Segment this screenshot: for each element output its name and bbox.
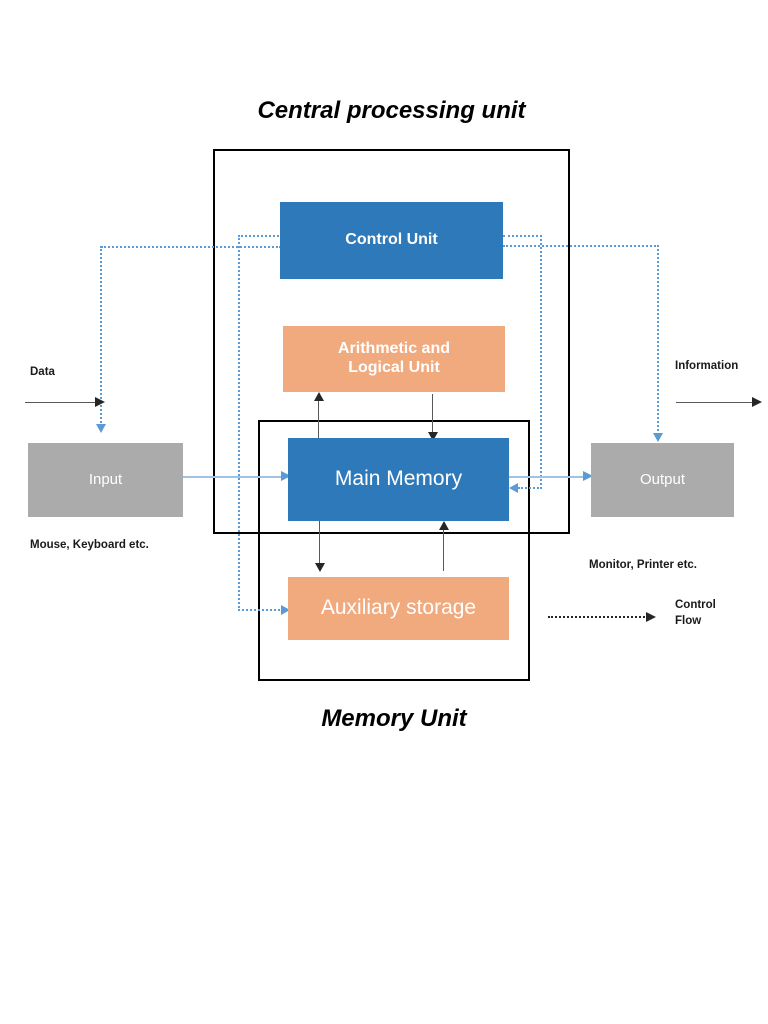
control-unit-box[interactable]: Control Unit xyxy=(280,202,503,279)
control-flow-cu-to-output-vertical xyxy=(657,245,659,435)
control-flow-cu-to-aux-vertical xyxy=(238,235,240,611)
mm-to-aux-line xyxy=(319,521,320,565)
auxiliary-storage-box[interactable]: Auxiliary storage xyxy=(288,577,509,640)
mm-to-alu-line xyxy=(318,398,319,438)
data-label: Data xyxy=(30,366,55,378)
output-box[interactable]: Output xyxy=(591,443,734,517)
memory-unit-title: Memory Unit xyxy=(321,705,467,732)
cpu-boundary-frame xyxy=(213,149,570,534)
control-flow-mm-arrowhead xyxy=(509,483,518,493)
memory-unit-boundary-frame xyxy=(258,420,530,681)
output-label: Output xyxy=(639,471,686,489)
aux-to-mm-arrowhead xyxy=(439,521,449,530)
alu-label: Arithmetic and Logical Unit xyxy=(337,340,450,376)
control-unit-label: Control Unit xyxy=(345,231,438,249)
legend-control-flow-line1: Control xyxy=(675,599,716,611)
main-memory-box[interactable]: Main Memory xyxy=(288,438,509,521)
input-label: Input xyxy=(88,471,123,489)
auxiliary-storage-label: Auxiliary storage xyxy=(320,596,477,620)
mm-to-aux-arrowhead xyxy=(315,563,325,572)
control-flow-input-arrowhead xyxy=(96,424,106,433)
control-flow-cu-to-input-horizontal xyxy=(101,246,281,248)
control-flow-cu-to-mm-horizontal-top xyxy=(503,235,542,237)
control-flow-cu-to-aux-horizontal-bottom xyxy=(238,609,284,611)
legend-control-flow-line xyxy=(548,616,648,618)
control-flow-cu-to-input-vertical xyxy=(100,246,102,426)
legend-control-flow-text: Control Flow xyxy=(675,598,716,629)
main-memory-label: Main Memory xyxy=(334,467,463,491)
information-label: Information xyxy=(675,360,739,372)
control-flow-cu-to-mm-vertical xyxy=(540,235,542,489)
control-flow-cu-to-mm-horizontal-bottom xyxy=(518,487,542,489)
data-arrow-head xyxy=(95,397,105,407)
control-flow-aux-arrowhead xyxy=(281,605,290,615)
control-flow-cu-to-output-horizontal xyxy=(503,245,659,247)
information-arrow-line xyxy=(676,402,754,403)
alu-to-mm-arrowhead xyxy=(428,432,438,441)
input-examples-label: Mouse, Keyboard etc. xyxy=(30,539,149,551)
data-flow-mm-to-output-arrowhead xyxy=(583,471,593,481)
alu-box[interactable]: Arithmetic and Logical Unit xyxy=(283,326,505,392)
information-arrow-head xyxy=(752,397,762,407)
legend-control-flow-line2: Flow xyxy=(675,614,702,627)
cpu-title: Central processing unit xyxy=(257,97,526,124)
data-flow-input-to-mm-line xyxy=(183,476,283,478)
control-flow-output-arrowhead xyxy=(653,433,663,442)
legend-control-flow-arrowhead xyxy=(646,612,656,622)
output-examples-label: Monitor, Printer etc. xyxy=(589,559,697,571)
alu-to-mm-line xyxy=(432,394,433,434)
data-flow-mm-to-output-line xyxy=(509,476,585,478)
data-arrow-line xyxy=(25,402,97,403)
input-box[interactable]: Input xyxy=(28,443,183,517)
data-flow-input-to-mm-arrowhead xyxy=(281,471,291,481)
control-flow-cu-to-aux-horizontal-top xyxy=(238,235,282,237)
aux-to-mm-line xyxy=(443,527,444,571)
mm-to-alu-arrowhead xyxy=(314,392,324,401)
